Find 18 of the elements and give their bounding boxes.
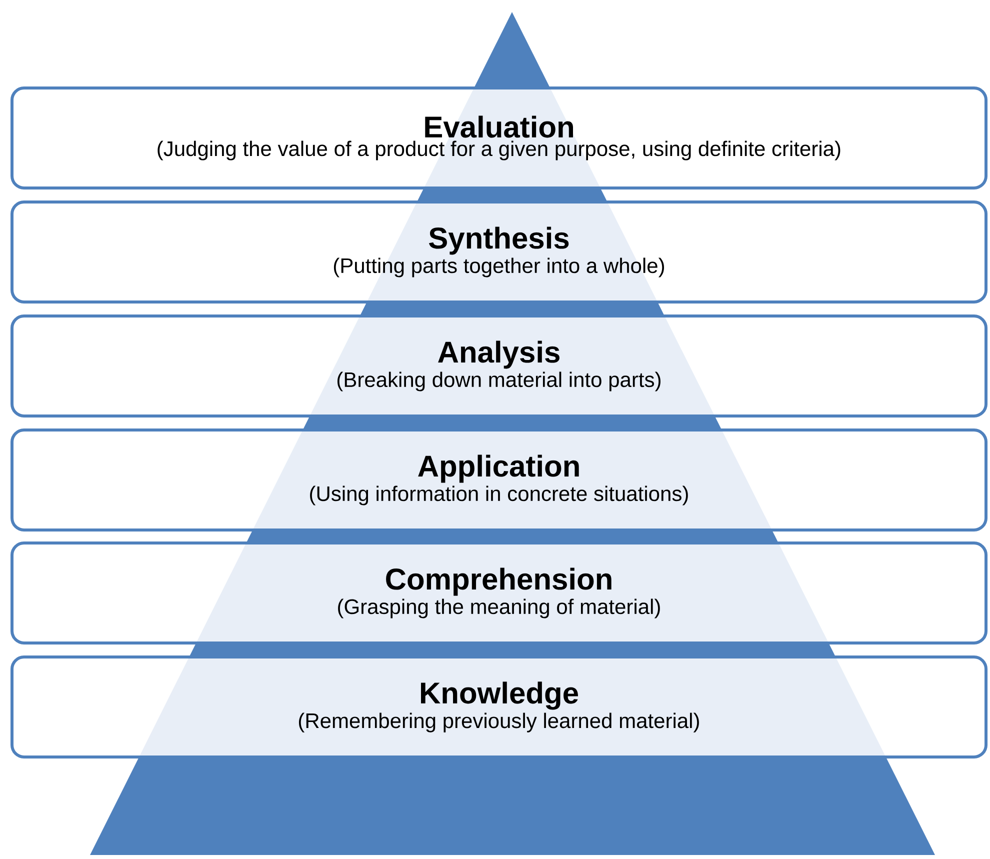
level-description: (Breaking down material into parts)	[337, 372, 660, 392]
level-band	[10, 314, 988, 418]
level-title: Knowledge	[421, 682, 578, 710]
level-title: Synthesis	[429, 226, 569, 255]
level-description: (Putting parts together into a whole)	[334, 258, 664, 278]
level-band	[10, 200, 988, 304]
level-description: (Using information in concrete situations)	[310, 486, 688, 506]
level-band	[10, 86, 988, 190]
level-title: Analysis	[438, 340, 560, 369]
level-title: Application	[418, 454, 579, 483]
level-band	[10, 428, 988, 532]
level-title: Comprehension	[386, 568, 612, 596]
level-band	[10, 542, 988, 644]
level-description: (Remembering previously learned material)	[298, 712, 699, 732]
level-description: (Judging the value of a product for a given purpose, using definite criteria)	[158, 140, 840, 160]
level-title: Evaluation	[425, 116, 573, 138]
level-band	[10, 656, 988, 758]
level-description: (Grasping the meaning of material)	[338, 598, 660, 618]
